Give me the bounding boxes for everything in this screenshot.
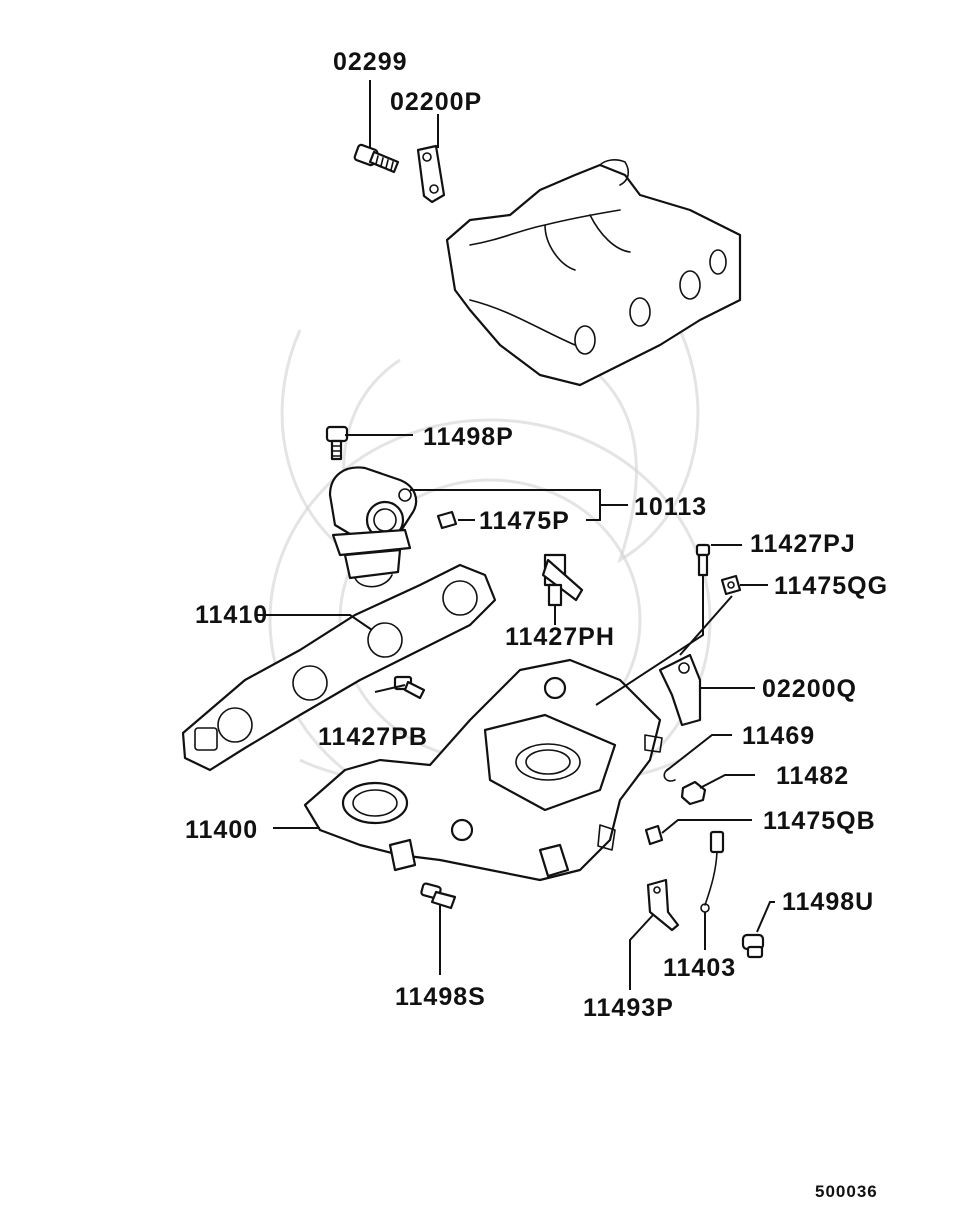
bolt-11498U-icon	[741, 933, 765, 959]
plug-11475QB-icon	[644, 824, 664, 846]
bolt-11498P-icon	[325, 425, 349, 461]
callout-02200P: 02200P	[390, 88, 482, 116]
callout-11469: 11469	[742, 722, 815, 750]
sensor-11403-icon	[700, 830, 725, 913]
callout-11400: 11400	[185, 816, 258, 844]
fitting-11427PH-icon	[541, 553, 584, 607]
bolt-11498S-icon	[420, 882, 457, 910]
cylinder-head-outline	[445, 159, 742, 387]
sensor-11427PJ-icon	[695, 543, 711, 577]
callout-11498S: 11498S	[395, 983, 486, 1011]
callout-11427PJ: 11427PJ	[750, 530, 856, 558]
callout-11475P: 11475P	[479, 507, 570, 535]
callout-labels: 02299 02200P 11498P 10113 11475P 11427PJ…	[185, 48, 888, 1201]
callout-10113: 10113	[634, 493, 707, 521]
callout-11475QG: 11475QG	[774, 572, 888, 600]
callout-11403: 11403	[663, 954, 736, 982]
callout-11493P: 11493P	[583, 994, 674, 1022]
callout-11410: 11410	[195, 601, 268, 629]
plug-11475P-icon	[436, 510, 458, 530]
bracket-11493P-icon	[646, 878, 680, 932]
leader-lines	[255, 80, 775, 990]
bracket-02200P-icon	[416, 144, 446, 204]
thermostat-housing-icon	[328, 466, 418, 588]
nut-11482-icon	[680, 780, 707, 806]
plug-11475QG-icon	[720, 574, 742, 596]
callout-11498P: 11498P	[423, 423, 514, 451]
callout-11498U: 11498U	[782, 888, 874, 916]
figure-number: 500036	[815, 1182, 878, 1201]
callout-02200Q: 02200Q	[762, 675, 857, 703]
gasket-11410-icon	[181, 563, 497, 772]
bolt-02299-icon	[353, 143, 400, 174]
callout-11475QB: 11475QB	[763, 807, 876, 835]
fitting-11427PB-icon	[393, 675, 426, 700]
callout-11427PB: 11427PB	[318, 723, 428, 751]
callout-11482: 11482	[776, 762, 849, 790]
bracket-02200Q-icon	[658, 653, 702, 727]
callout-11427PH: 11427PH	[505, 623, 615, 651]
callout-02299: 02299	[333, 48, 408, 76]
intake-manifold-11400-icon	[303, 658, 663, 882]
